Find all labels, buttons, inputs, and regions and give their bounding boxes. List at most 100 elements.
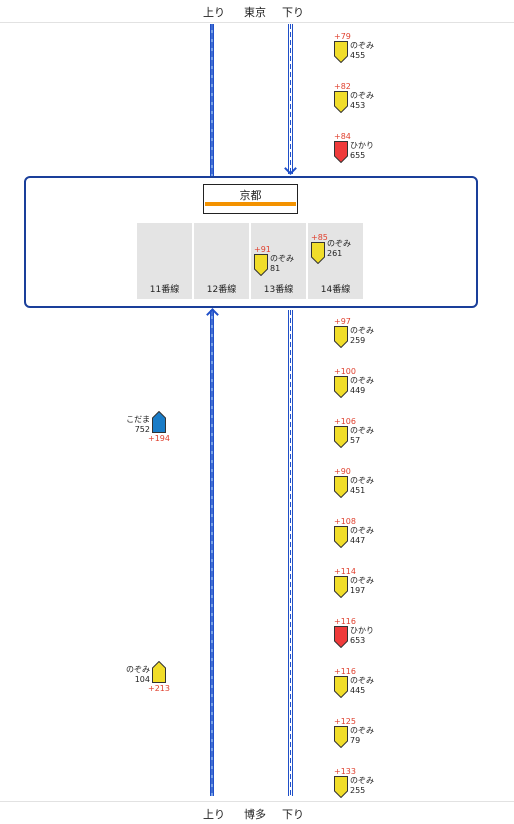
train-delay: +90 bbox=[334, 467, 351, 476]
station-name: 京都 bbox=[239, 189, 262, 202]
train-delay: +82 bbox=[334, 82, 351, 91]
train-delay: +85 bbox=[311, 233, 328, 242]
down-train-icon bbox=[334, 676, 348, 698]
down-train-icon bbox=[311, 242, 325, 264]
platform-12[interactable]: 12番線 bbox=[194, 223, 249, 299]
train-marker[interactable]: +90 のぞみ 451 bbox=[334, 467, 394, 503]
down-track-south bbox=[288, 310, 293, 796]
train-name: ひかり bbox=[350, 626, 374, 635]
train-delay: +114 bbox=[334, 567, 356, 576]
up-track-south bbox=[210, 310, 214, 796]
train-number: 197 bbox=[350, 586, 366, 595]
train-delay: +213 bbox=[148, 684, 170, 693]
down-train-icon bbox=[334, 576, 348, 598]
train-marker[interactable]: +79 のぞみ 455 bbox=[334, 32, 394, 68]
down-arrow-icon bbox=[284, 162, 297, 175]
up-direction-label: 上り bbox=[203, 6, 225, 19]
train-marker[interactable]: +82 のぞみ 453 bbox=[334, 82, 394, 118]
up-arrow-icon bbox=[206, 308, 219, 321]
train-name: のぞみ bbox=[350, 41, 374, 50]
train-delay: +108 bbox=[334, 517, 356, 526]
train-number: 259 bbox=[350, 336, 366, 345]
train-name: のぞみ bbox=[350, 376, 374, 385]
train-marker[interactable]: +125 のぞみ 79 bbox=[334, 717, 394, 753]
train-name: こだま bbox=[126, 415, 150, 424]
train-delay: +116 bbox=[334, 667, 356, 676]
train-number: 451 bbox=[350, 486, 366, 495]
train-number: 752 bbox=[134, 425, 150, 434]
train-marker[interactable]: +100 のぞみ 449 bbox=[334, 367, 394, 403]
train-marker[interactable]: +133 のぞみ 255 bbox=[334, 767, 394, 803]
train-name: のぞみ bbox=[327, 239, 351, 248]
train-marker[interactable]: +106 のぞみ 57 bbox=[334, 417, 394, 453]
train-name: のぞみ bbox=[350, 326, 374, 335]
train-name: のぞみ bbox=[350, 526, 374, 535]
down-train-icon bbox=[334, 426, 348, 448]
down-train-icon bbox=[334, 41, 348, 63]
train-marker[interactable]: +116 ひかり 653 bbox=[334, 617, 394, 653]
train-name: のぞみ bbox=[126, 665, 150, 674]
platform-11[interactable]: 11番線 bbox=[137, 223, 192, 299]
train-marker[interactable]: こだま 752 +194 bbox=[126, 411, 186, 447]
down-direction-label: 下り bbox=[282, 808, 304, 821]
up-direction-label: 上り bbox=[203, 808, 225, 821]
train-name: のぞみ bbox=[350, 476, 374, 485]
train-name: のぞみ bbox=[350, 91, 374, 100]
train-number: 81 bbox=[270, 264, 281, 273]
platform-label: 12番線 bbox=[206, 285, 237, 295]
train-number: 79 bbox=[350, 736, 361, 745]
train-number: 445 bbox=[350, 686, 366, 695]
down-train-icon bbox=[334, 626, 348, 648]
train-name: のぞみ bbox=[350, 576, 374, 585]
train-number: 57 bbox=[350, 436, 361, 445]
platform-label: 11番線 bbox=[149, 285, 180, 295]
train-marker[interactable]: +97 のぞみ 259 bbox=[334, 317, 394, 353]
train-delay: +100 bbox=[334, 367, 356, 376]
down-track-north bbox=[288, 24, 293, 174]
train-marker[interactable]: のぞみ 104 +213 bbox=[126, 661, 186, 697]
station-box[interactable]: 京都 11番線 12番線 13番線 14番線 +91 のぞみ 81 +85 のぞ… bbox=[24, 176, 478, 308]
train-delay: +79 bbox=[334, 32, 351, 41]
train-number: 104 bbox=[134, 675, 150, 684]
origin-station-label: 東京 bbox=[244, 6, 266, 19]
platform-label: 14番線 bbox=[320, 285, 351, 295]
down-train-icon bbox=[334, 326, 348, 348]
top-direction-header: 上り 東京 下り bbox=[0, 0, 514, 23]
train-number: 261 bbox=[327, 249, 343, 258]
up-train-icon bbox=[152, 661, 166, 683]
train-number: 453 bbox=[350, 101, 366, 110]
train-marker[interactable]: +84 ひかり 655 bbox=[334, 132, 394, 168]
train-number: 455 bbox=[350, 51, 366, 60]
down-train-icon bbox=[334, 141, 348, 163]
train-delay: +91 bbox=[254, 245, 271, 254]
train-delay: +133 bbox=[334, 767, 356, 776]
train-name: のぞみ bbox=[350, 426, 374, 435]
train-number: 653 bbox=[350, 636, 366, 645]
train-marker[interactable]: +85 のぞみ 261 bbox=[311, 233, 371, 269]
train-delay: +97 bbox=[334, 317, 351, 326]
train-name: のぞみ bbox=[270, 254, 294, 263]
station-line-bar bbox=[205, 202, 296, 206]
bottom-direction-footer: 上り 博多 下り bbox=[0, 801, 514, 824]
train-marker[interactable]: +114 のぞみ 197 bbox=[334, 567, 394, 603]
down-train-icon bbox=[334, 526, 348, 548]
train-number: 447 bbox=[350, 536, 366, 545]
down-train-icon bbox=[334, 91, 348, 113]
train-name: のぞみ bbox=[350, 726, 374, 735]
train-marker[interactable]: +91 のぞみ 81 bbox=[254, 245, 314, 281]
up-train-icon bbox=[152, 411, 166, 433]
train-number: 449 bbox=[350, 386, 366, 395]
train-number: 255 bbox=[350, 786, 366, 795]
down-train-icon bbox=[334, 776, 348, 798]
train-delay: +116 bbox=[334, 617, 356, 626]
down-train-icon bbox=[334, 376, 348, 398]
train-name: のぞみ bbox=[350, 676, 374, 685]
train-delay: +106 bbox=[334, 417, 356, 426]
train-delay: +84 bbox=[334, 132, 351, 141]
train-delay: +194 bbox=[148, 434, 170, 443]
train-number: 655 bbox=[350, 151, 366, 160]
down-train-icon bbox=[334, 726, 348, 748]
train-marker[interactable]: +116 のぞみ 445 bbox=[334, 667, 394, 703]
train-marker[interactable]: +108 のぞみ 447 bbox=[334, 517, 394, 553]
train-delay: +125 bbox=[334, 717, 356, 726]
